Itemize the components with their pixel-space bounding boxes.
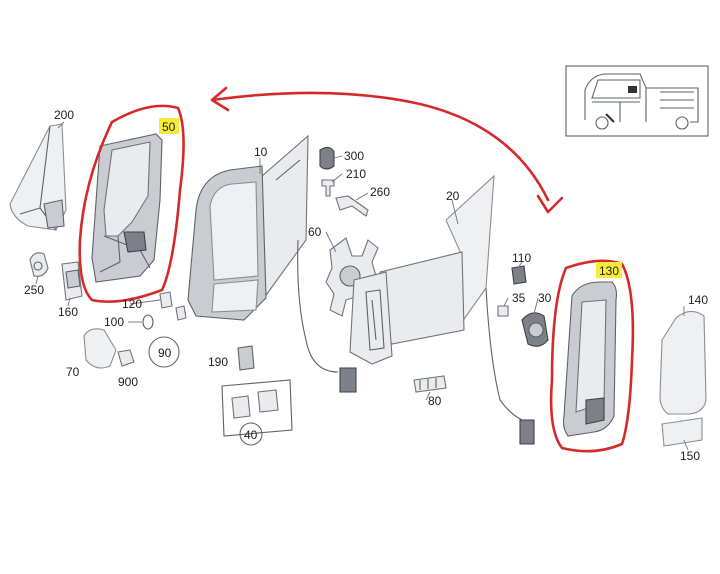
label-110: 110 <box>512 251 531 265</box>
part-300-grommet <box>319 146 335 170</box>
part-80-connector <box>413 375 447 393</box>
label-90: 90 <box>158 346 172 360</box>
red-circle-part-130 <box>549 259 635 453</box>
label-100: 100 <box>104 315 124 329</box>
part-900-bulb-small <box>117 349 135 367</box>
part-20-mirror-arm <box>349 174 535 445</box>
label-40: 40 <box>244 428 258 442</box>
van-overview-icon <box>565 65 709 137</box>
label-10: 10 <box>254 145 268 159</box>
label-30: 30 <box>538 291 552 305</box>
red-circle-part-50 <box>78 104 185 303</box>
part-200-cover <box>9 123 67 231</box>
part-260-bracket <box>335 195 369 217</box>
label-130-highlight <box>596 262 622 278</box>
part-35-screw <box>497 305 509 317</box>
part-50-housing-cap <box>91 133 163 283</box>
label-50: 50 <box>162 120 176 134</box>
label-35: 35 <box>512 291 526 305</box>
part-110-clip <box>511 265 527 285</box>
part-10-mirror-assembly <box>187 134 357 393</box>
part-150-mirror-glass-lower <box>661 417 703 447</box>
label-260: 260 <box>370 185 390 199</box>
label-190: 190 <box>208 355 228 369</box>
part-70-lamp-housing <box>83 328 117 369</box>
part-250-clip <box>29 252 49 277</box>
part-160-lamp-lens <box>61 261 83 301</box>
label-160: 160 <box>58 305 78 319</box>
label-900: 900 <box>118 375 138 389</box>
label-20: 20 <box>446 189 460 203</box>
part-130-mirror-frame <box>562 281 618 437</box>
part-210-screw <box>321 179 335 197</box>
label-250: 250 <box>24 283 44 297</box>
part-140-mirror-glass <box>659 310 707 415</box>
leader-lines <box>35 121 689 451</box>
label-80: 80 <box>428 394 442 408</box>
part-120-bulb <box>159 291 173 309</box>
label-300: 300 <box>344 149 364 163</box>
part-100-socket <box>175 305 187 321</box>
label-50-highlight <box>159 118 179 134</box>
part-90-seal-ring <box>142 314 180 368</box>
label-60: 60 <box>308 225 322 239</box>
label-120: 120 <box>122 297 142 311</box>
label-130: 130 <box>599 264 619 278</box>
part-30-motor <box>521 312 549 347</box>
label-150: 150 <box>680 449 700 463</box>
label-140: 140 <box>688 293 708 307</box>
part-190-clip <box>237 345 255 371</box>
part-40-clip-set <box>221 379 293 446</box>
double-headed-arrow-icon <box>210 86 564 214</box>
label-210: 210 <box>346 167 366 181</box>
label-200: 200 <box>54 108 74 122</box>
label-70: 70 <box>66 365 80 379</box>
